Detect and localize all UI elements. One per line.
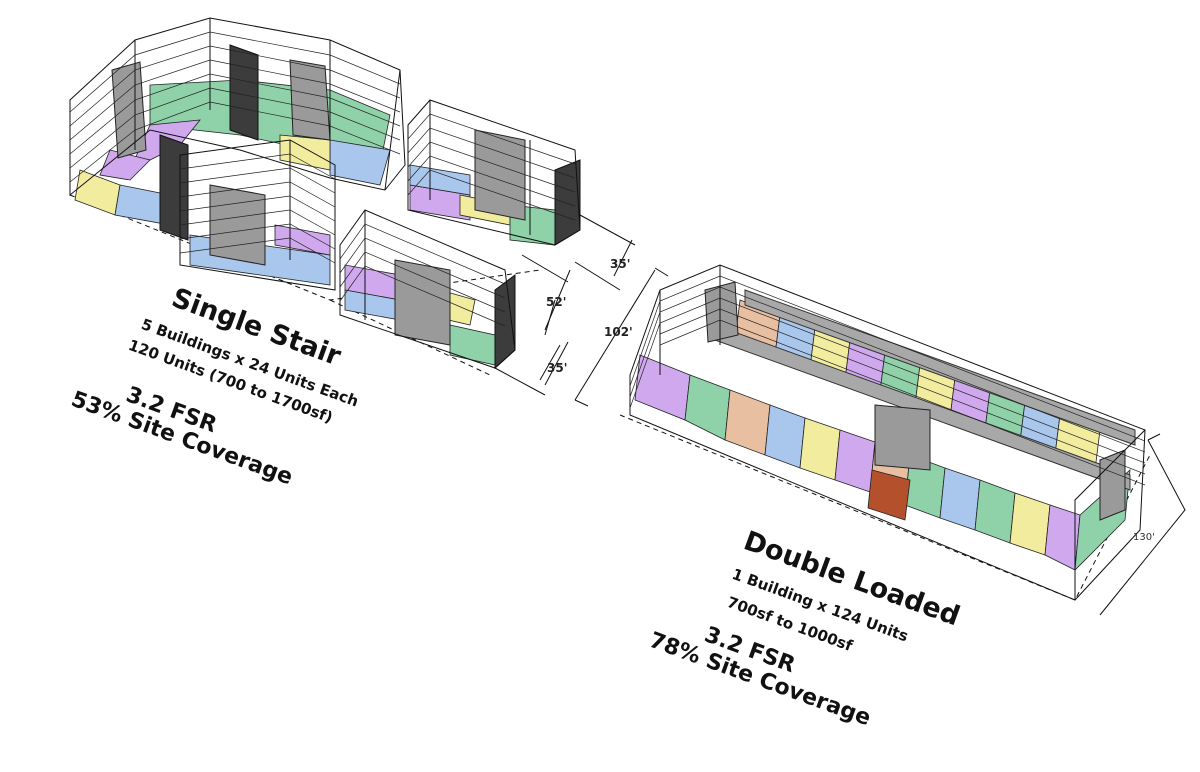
double-loaded-label-group: Double Loaded 1 Building x 124 Units 700… <box>646 525 964 731</box>
double-loaded-building <box>619 264 1151 601</box>
dimension-label-102: 102' <box>604 325 633 339</box>
stair-core-h <box>1099 449 1126 521</box>
building-b <box>179 139 336 291</box>
site-boundary-right <box>619 414 1151 601</box>
stair-core-e <box>394 259 451 346</box>
shear-wall-b <box>159 134 189 241</box>
stair-core-f <box>704 281 739 343</box>
stair-core-g <box>874 404 931 471</box>
stair-core-d <box>474 129 526 221</box>
shear-wall-d <box>494 274 516 370</box>
dimension-label-35-bottom: 35' <box>547 361 567 375</box>
building-d <box>339 209 516 370</box>
stair-tower-base <box>867 469 911 521</box>
dimension-label-130: 130' <box>1133 532 1155 543</box>
dimension-label-52: 52' <box>546 295 566 309</box>
stair-core-a <box>111 61 147 159</box>
stair-core-c <box>209 184 266 266</box>
single-stair-label-group: Single Stair 5 Buildings x 24 Units Each… <box>68 282 361 490</box>
building-a <box>69 17 406 241</box>
building-c <box>407 99 581 246</box>
shear-wall-a <box>229 44 259 141</box>
single-stair-site <box>69 17 636 396</box>
dimension-label-35-top: 35' <box>610 257 630 271</box>
stair-core-b <box>289 59 331 141</box>
